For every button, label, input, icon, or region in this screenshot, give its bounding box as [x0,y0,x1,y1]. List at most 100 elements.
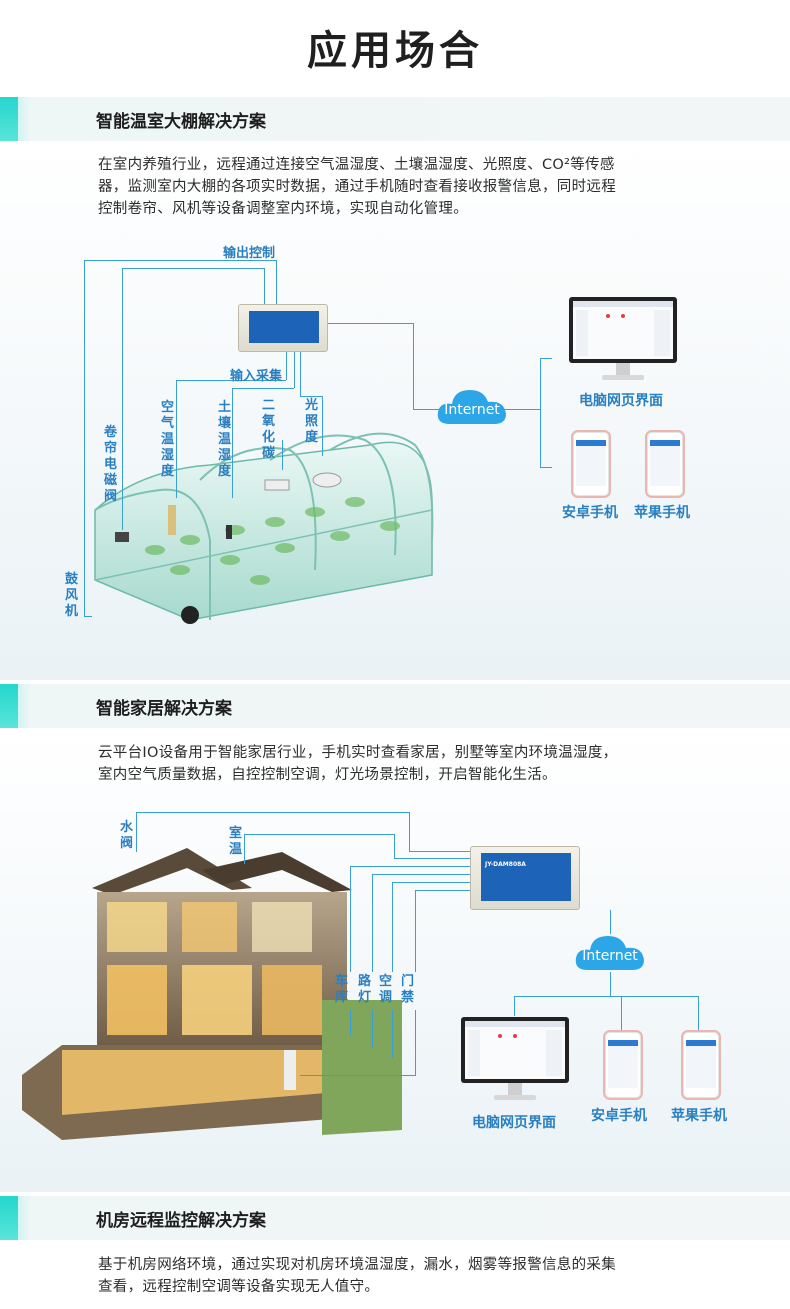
label-soil-temp: 土壤温湿度 [217,400,231,479]
connector-line [122,268,265,269]
connector-line [84,260,277,261]
connector-line [415,890,471,891]
label-road-light: 路灯 [357,974,371,1005]
section-description: 基于机房网络环境，通过实现对机房环境温湿度，漏水，烟雾等报警信息的采集 查看，远… [98,1254,698,1298]
connector-line [84,260,85,616]
connector-line [514,996,698,997]
connector-line [286,350,287,380]
connector-line [294,350,295,388]
connector-line [136,812,410,813]
label-curtain: 卷帘电磁阀 [103,425,117,504]
connector-line [122,268,123,530]
connector-line [350,866,351,972]
connector-line [409,851,471,852]
label-apple: 苹果手机 [634,505,690,521]
label-input-collect: 输入采集 [230,369,283,384]
device-panel [249,311,319,343]
section-greenhouse-header: 智能温室大棚解决方案 [0,97,790,141]
section-datacenter-header: 机房远程监控解决方案 [0,1196,790,1240]
io-controller-device [238,304,328,352]
connector-line [282,440,283,470]
section-description: 云平台IO设备用于智能家居行业，手机实时查看家居，别墅等室内环境温湿度， 室内空… [98,742,698,786]
connector-line [610,972,611,996]
connector-line [264,268,265,306]
description-line: 控制卷帘、风机等设备调整室内环境，实现自动化管理。 [98,201,468,217]
connector-line [409,812,410,852]
internet-cloud: Internet [436,384,508,430]
device-panel [481,853,571,901]
label-water-valve: 水阀 [119,820,133,851]
connector-line [244,834,245,864]
connector-line [84,616,92,617]
connector-line [415,1010,416,1076]
connector-line [392,882,393,972]
connector-line [372,874,373,972]
device-model-tag: JY-DAM808A [485,861,526,868]
apple-phone [645,430,685,498]
section-title: 智能温室大棚解决方案 [96,112,266,132]
connector-line [300,396,322,397]
description-line: 在室内养殖行业，远程通过连接空气温湿度、土壤温湿度、光照度、CO²等传感 [98,157,615,173]
connector-line [415,890,416,972]
greenhouse-illustration [94,432,434,624]
connector-line [350,866,471,867]
connector-line [392,882,471,883]
connector-line [276,260,277,306]
description-line: 器，监测室内大棚的各项实时数据，通过手机随时查看接收报警信息，同时远程 [98,179,616,195]
connector-line [326,323,414,324]
villa-illustration [22,848,402,1140]
connector-line [176,380,177,498]
android-phone [603,1030,643,1100]
label-door: 门禁 [400,974,414,1005]
internet-label: Internet [444,402,500,418]
description-line: 云平台IO设备用于智能家居行业，手机实时查看家居，别墅等室内环境温湿度， [98,745,618,761]
label-android: 安卓手机 [562,505,618,521]
connector-line [540,467,552,468]
label-co2: 二氧化碳 [261,398,275,461]
section-title: 机房远程监控解决方案 [96,1211,266,1231]
section-accent-bar [0,97,18,141]
connector-line [372,874,471,875]
label-garage: 车库 [334,974,348,1005]
label-light: 光照度 [304,398,318,445]
label-ac: 空调 [378,974,392,1005]
description-line: 室内空气质量数据，自控控制空调，灯光场景控制，开启智能化生活。 [98,767,557,783]
connector-line [394,858,471,859]
connector-line [176,380,286,381]
pc-monitor [461,1017,569,1100]
section-title: 智能家居解决方案 [96,699,232,719]
connector-line [621,996,622,1030]
connector-line [300,1075,415,1076]
connector-line [392,1010,393,1058]
connector-line [514,996,515,1016]
section-accent-bar [0,1196,18,1240]
connector-line [322,396,323,456]
connector-line [350,1010,351,1036]
pc-monitor [569,297,677,380]
label-fan: 鼓风机 [64,572,78,619]
connector-line [698,996,699,1030]
description-line: 基于机房网络环境，通过实现对机房环境温湿度，漏水，烟雾等报警信息的采集 [98,1257,616,1273]
label-pc: 电脑网页界面 [579,393,663,409]
connector-line [540,358,541,468]
connector-line [300,350,301,396]
io-controller-device: JY-DAM808A [470,846,580,910]
label-pc: 电脑网页界面 [472,1115,556,1131]
apple-phone [681,1030,721,1100]
label-room-temp: 室温 [228,826,242,857]
section-accent-bar [0,684,18,728]
label-android: 安卓手机 [591,1108,647,1124]
connector-line [540,358,552,359]
section-smarthome-header: 智能家居解决方案 [0,684,790,728]
connector-line [372,1010,373,1048]
connector-line [232,388,294,389]
connector-line [232,388,233,498]
android-phone [571,430,611,498]
connector-line [394,834,395,859]
label-apple: 苹果手机 [671,1108,727,1124]
connector-line [610,910,611,934]
label-air-temp: 空气温湿度 [160,400,174,479]
connector-line [136,812,137,852]
section-description: 在室内养殖行业，远程通过连接空气温湿度、土壤温湿度、光照度、CO²等传感 器，监… [98,154,698,220]
connector-line [244,834,394,835]
